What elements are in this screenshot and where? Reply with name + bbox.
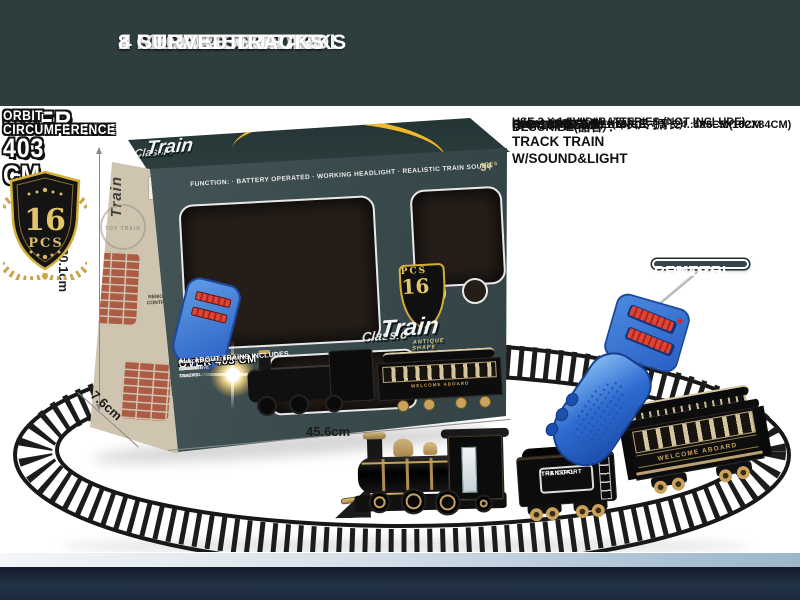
loco-wheel (434, 489, 461, 516)
header-bar: 1 LOCOMOTIVE 1 CARRIAGE 1 COAL TENDER 1 … (0, 0, 800, 106)
box-art-wheel (396, 399, 410, 413)
toy-train-stamp: TOY TRAIN (100, 204, 146, 250)
spec-qty-line: QTY/CTN (装箱量）:18PCS (512, 119, 650, 131)
age-badge-label: AGES (480, 161, 499, 168)
contents-item: 1 REMOTE CONTROL (118, 31, 344, 54)
box-art-remote-slider (194, 290, 232, 309)
gold-wheel (591, 503, 606, 518)
gold-wheel (529, 507, 544, 522)
contents-item: 8 CURVED TRACKS (118, 31, 325, 54)
remote-badge-line2: CONTROL (654, 263, 732, 280)
die-cut-window (462, 278, 488, 304)
box-includes-item: 1 CARRIAGE (178, 359, 204, 372)
spec-orbit-line: ORBIT CIRCUMFERENCE（周长）:403CM(152X84CM) (512, 119, 792, 131)
spec-battery-line: USE 2 X 1.5V"D"BATTERIES (NOT INCLUDE) (512, 116, 746, 128)
box-art-remote-slider (190, 306, 228, 324)
pcs-shield-unit: PCS (28, 236, 64, 251)
remote-badge-line1: REMOTE (654, 263, 722, 280)
box-art-wheel (422, 398, 436, 411)
contents-list: 1 LOCOMOTIVE 1 CARRIAGE 1 COAL TENDER 1 … (118, 31, 778, 103)
spec-describe-value: R/C 16PCS TRACK TRAIN W/SOUND&LIGHT (512, 116, 628, 167)
box-art-wheel (478, 395, 492, 409)
contents-item: 1 CARRIAGE (118, 31, 253, 54)
box-art-wheel (454, 396, 468, 410)
remote-led (676, 318, 684, 325)
product-box: Classic Train Train S TOY TRAIN REMOTE C… (82, 112, 514, 470)
box-pcs-unit: PCS (400, 265, 428, 278)
grip-ridge (563, 390, 581, 409)
spec-cbm-line: CBM （体积）: 0.21m³ (512, 119, 626, 131)
box-art-wheel (324, 394, 344, 413)
gold-wheel (545, 506, 560, 521)
remote-slider-thumb (628, 305, 675, 332)
gold-wheel (575, 504, 590, 519)
wreath-knot (42, 273, 48, 279)
spec-describe-value-line1: R/C 16PCS TRACK TRAIN (512, 117, 605, 149)
grip-ridge (543, 420, 561, 439)
box-art-carriage: WELCOME ABOARD (376, 347, 505, 418)
tender-plaque: TRANSPORT THE COAL (538, 464, 595, 494)
contents-item: 4 STRAIGHT TRACKS (120, 31, 347, 54)
width-dimension: 45.6cm (306, 424, 351, 439)
contents-item: 1 LOCOMOTIVE (158, 31, 323, 54)
spec-describe-label: DESCRIBE(品名）： (512, 120, 621, 134)
shield-stars (27, 187, 63, 260)
box-top-logo-main: Train (145, 134, 194, 160)
orbit-heading-line2: ORBIT CIRCUMFERENCE (3, 108, 116, 137)
bottom-light-strip (0, 552, 800, 567)
loco-wheel (474, 494, 493, 513)
box-art-wheel (256, 395, 278, 417)
tender-plaque-line2: THE COAL (541, 469, 576, 478)
pcs-shield-badge: 16 PCS (3, 170, 87, 280)
grip-ridge (553, 405, 571, 424)
bottom-navy-bar (0, 567, 800, 600)
contents-item: 1 COAL TENDER (147, 31, 323, 54)
pcs-shield-number: 16 (24, 203, 66, 238)
brick-texture (120, 360, 172, 422)
box-pcs-number: 16 (400, 273, 430, 300)
spec-describe-value-line2: W/SOUND&LIGHT (512, 151, 628, 166)
remote-control (539, 262, 735, 479)
shield-shape (9, 170, 81, 271)
grip-texture (563, 372, 635, 454)
height-measure-line (96, 147, 102, 411)
loco-wheel (400, 487, 427, 515)
box-art-wheel (288, 393, 310, 415)
shield-inner-line (16, 177, 74, 263)
remote-control-badge: REMOTE CONTROL (652, 259, 749, 280)
spec-size-line: LOCOMTIVE SIZE（车头尺寸）:24. 5X6. 5X10CM (512, 119, 762, 131)
